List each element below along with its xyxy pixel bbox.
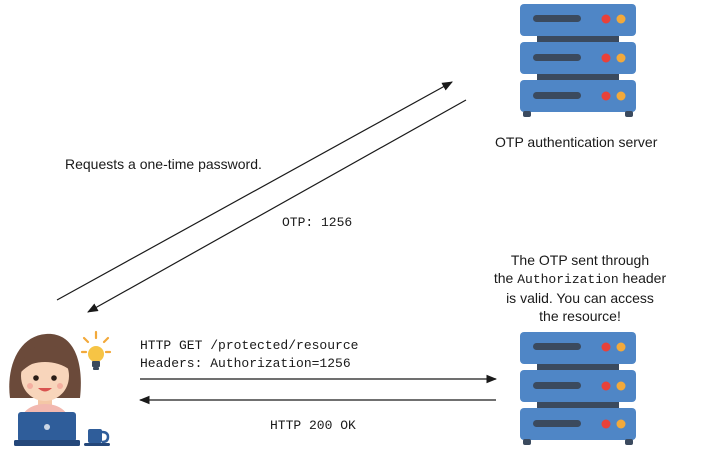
otp-value-label: OTP: 1256 xyxy=(282,215,353,230)
otp-response-arrow xyxy=(87,99,467,313)
otp-server-label: OTP authentication server xyxy=(495,134,658,150)
request-otp-label: Requests a one-time password. xyxy=(65,156,262,172)
light-bulb-icon xyxy=(80,330,112,370)
otp-valid-header-word: header xyxy=(622,270,667,286)
otp-valid-line-3: is valid. You can access xyxy=(506,290,654,306)
otp-valid-message: The OTP sent through the Authorization h… xyxy=(470,251,690,325)
server-rack-icon xyxy=(520,332,636,445)
http-request-label: HTTP GET /protected/resource Headers: Au… xyxy=(140,337,430,373)
server-unit xyxy=(520,332,636,364)
http-request-line-2: Headers: Authorization=1256 xyxy=(140,356,351,371)
server-rack-icon xyxy=(520,4,636,117)
otp-valid-line-2: the Authorization header xyxy=(470,269,690,289)
request-otp-arrow xyxy=(56,81,453,301)
otp-valid-line-4: the resource! xyxy=(539,308,621,324)
server-unit xyxy=(520,370,636,402)
otp-valid-the: the xyxy=(493,270,514,286)
server-unit xyxy=(520,4,636,36)
otp-valid-line-1: The OTP sent through xyxy=(510,252,650,268)
server-unit xyxy=(520,42,636,74)
http-request-line-1: HTTP GET /protected/resource xyxy=(140,338,359,353)
user-at-laptop-icon xyxy=(9,333,110,446)
server-unit xyxy=(520,408,636,440)
otp-valid-header-name: Authorization xyxy=(517,272,619,287)
http-response-label: HTTP 200 OK xyxy=(270,418,356,433)
server-unit xyxy=(520,80,636,112)
